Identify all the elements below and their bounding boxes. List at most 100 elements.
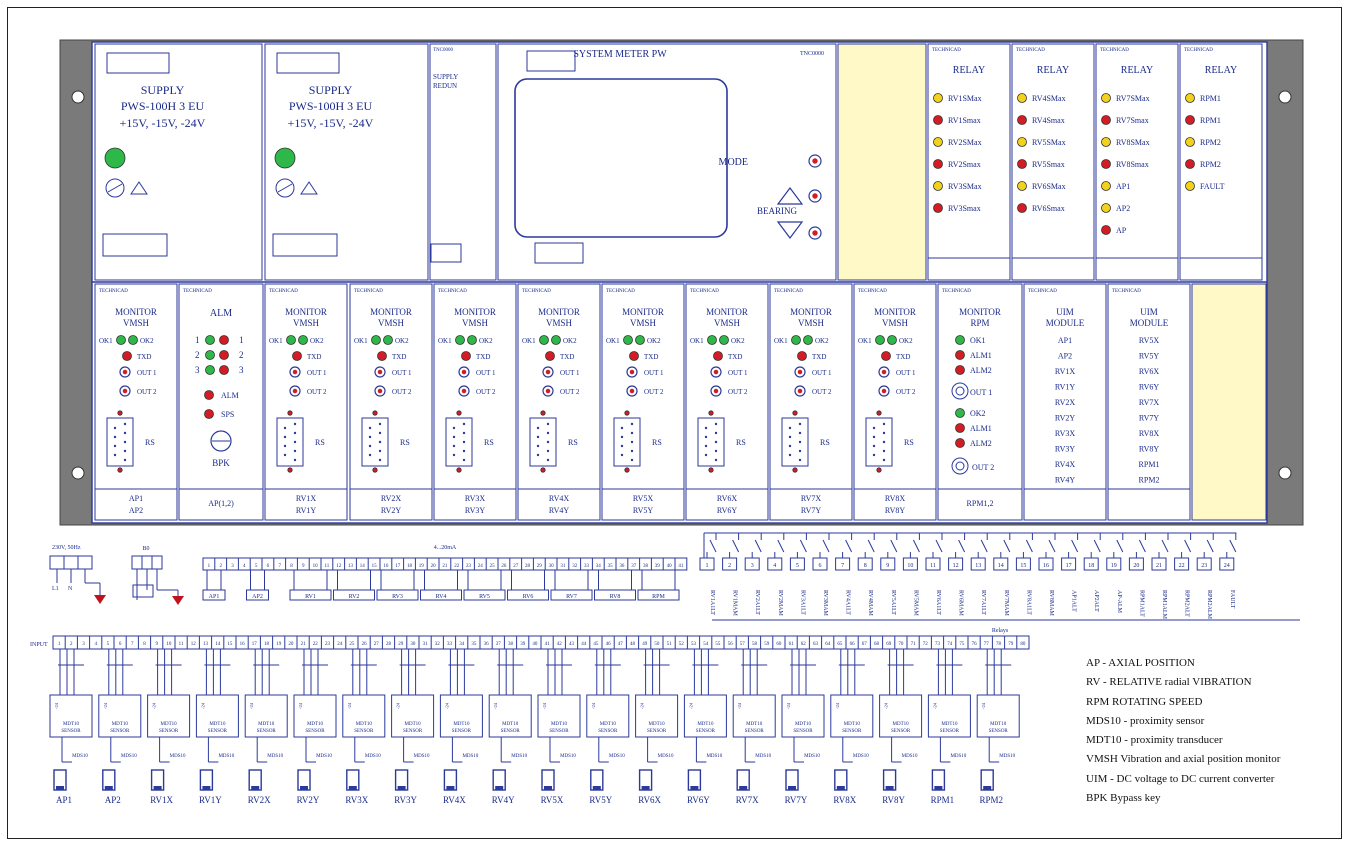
terminal-number: 58 [752, 642, 758, 647]
transducer-box [879, 694, 923, 738]
rs-connector [697, 417, 725, 467]
led-indicator [219, 350, 229, 360]
terminal-number: 16 [383, 564, 389, 569]
input-label: INPUT [30, 642, 48, 648]
pin-label: -24 [884, 702, 889, 709]
out1-label: OUT 1 [812, 369, 832, 377]
probe-label: MDS10 [267, 754, 283, 759]
monitor-module [433, 283, 517, 521]
rs-pin [882, 431, 886, 435]
relay-led [933, 93, 943, 103]
uim-item: RV6X [1139, 367, 1159, 376]
power-label: 230V, 50Hz [52, 545, 81, 551]
rs-pin [882, 440, 886, 444]
relay-output-label: RV6MAM [958, 590, 964, 617]
module-tag: TECHNICAD [1016, 48, 1045, 53]
alm-number: 2 [195, 350, 200, 360]
rs-pin [882, 458, 886, 462]
uim-item: RV2Y [1055, 414, 1075, 423]
rs-pin [630, 422, 634, 426]
terminal-number: 19 [1111, 563, 1117, 569]
out2-connector-dot [461, 388, 467, 394]
uim-item: RV8X [1139, 429, 1159, 438]
foot-label: RV3Y [465, 506, 485, 515]
rs-pin [378, 458, 382, 462]
terminal-number: 40 [532, 642, 538, 647]
relay-output-label: FAULT [1229, 590, 1235, 609]
terminal-number: 2 [728, 563, 731, 569]
rs-pin [536, 435, 540, 439]
led-indicator [298, 335, 308, 345]
sensor-label: RV3X [345, 795, 368, 805]
rpm-label: OUT 1 [970, 388, 992, 397]
module-tag: TECHNICAD [354, 289, 383, 294]
rs-screw [117, 467, 123, 473]
foot-label: RV8Y [885, 506, 905, 515]
pin-label: -24 [786, 702, 791, 709]
probe-label: MDS10 [853, 754, 869, 759]
sensor-label: RV2X [248, 795, 271, 805]
rs-pin [620, 444, 624, 448]
ok1-label: OK1 [438, 337, 452, 345]
relay-label: RV1Smax [948, 116, 981, 125]
led-indicator [219, 335, 229, 345]
terminal-number: 13 [348, 564, 354, 569]
terminal-number: 45 [593, 642, 599, 647]
legend-item: MDS10 - proximity sensor [1086, 714, 1205, 727]
led-indicator [797, 351, 807, 361]
uim-title: MODULE [1130, 318, 1169, 328]
module-tag: TECHNICAD [942, 289, 971, 294]
out2-connector-dot [797, 388, 803, 394]
terminal-number: 32 [572, 564, 578, 569]
relay-contact [935, 539, 943, 553]
ma-group-box [333, 589, 375, 601]
rs-pin [452, 426, 456, 430]
probe-label: MDS10 [218, 754, 234, 759]
transducer-tag: SENSOR [403, 729, 423, 734]
module-tag: TECHNICAD [932, 48, 961, 53]
transducer-tag: MDT10 [112, 722, 129, 727]
led-indicator [881, 351, 891, 361]
alm-number: 1 [195, 335, 200, 345]
rs-pin [872, 426, 876, 430]
rs-pin [462, 440, 466, 444]
probe-tip [934, 786, 943, 790]
uim-item: RV1X [1055, 367, 1075, 376]
monitor-title: MONITOR [874, 307, 916, 317]
foot-label: RV1X [296, 494, 316, 503]
terminal-number: 67 [862, 642, 868, 647]
relay-contact [1138, 539, 1146, 553]
bpk-terminal [131, 555, 163, 570]
out1-connector-dot [461, 369, 467, 375]
transducer-box [195, 694, 239, 738]
system-meter-module [497, 43, 837, 281]
module-tag: TECHNICAD [1112, 289, 1141, 294]
rs-screw [708, 410, 714, 416]
rs-pin [798, 458, 802, 462]
probe-tip [251, 786, 260, 790]
transducer-tag: SENSOR [842, 729, 862, 734]
out2-connector-dot [881, 388, 887, 394]
monitor-title: MONITOR [538, 307, 580, 317]
transducer-box [342, 694, 386, 738]
relay-contact [822, 539, 830, 553]
terminal-number: 49 [642, 642, 648, 647]
relay-label: RV3Smax [948, 204, 981, 213]
relay-label: AP1 [1116, 182, 1130, 191]
relay-led [933, 203, 943, 213]
sensor-label: RV4X [443, 795, 466, 805]
rs-pin [620, 435, 624, 439]
rs-label: RS [652, 438, 662, 447]
terminal-number: 3 [231, 564, 234, 569]
terminal-number: 18 [407, 564, 413, 569]
terminal-number: 68 [874, 642, 880, 647]
meter-label-slot [526, 50, 576, 72]
rs-pin [378, 431, 382, 435]
probe-tip [56, 786, 64, 790]
relay-led [933, 137, 943, 147]
terminal-number: 13 [975, 563, 981, 569]
probe-label: MDS10 [560, 754, 576, 759]
transducer-box [293, 694, 337, 738]
transducer-tag: MDT10 [697, 722, 714, 727]
relay-contact [709, 539, 717, 553]
